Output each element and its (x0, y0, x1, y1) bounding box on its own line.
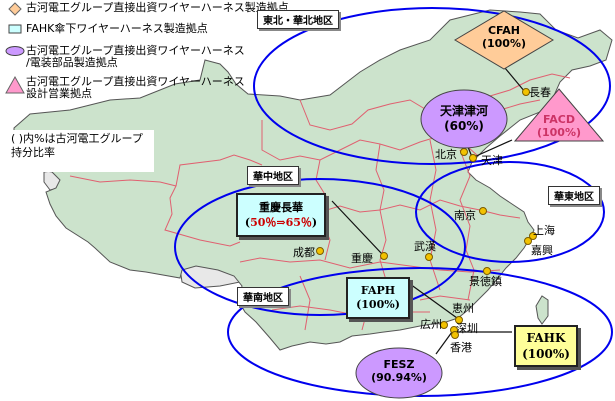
faph-share: (100%) (356, 298, 400, 311)
chongqing-node[interactable]: 重慶長華 (50％⇒65％) (236, 193, 326, 237)
city-dot-changchun (522, 88, 530, 96)
city-dot-hongkong (451, 331, 459, 339)
city-label-changchun: 長春 (529, 86, 551, 99)
legend-item-rectangle: FAHK傘下ワイヤーハーネス製造拠点 (4, 23, 208, 35)
cfah-diamond-shape (454, 10, 554, 70)
city-dot-jingdezhen (483, 267, 491, 275)
region-ellipses (174, 7, 613, 397)
city-label-jiaxing: 嘉興 (531, 244, 553, 257)
fahk-name: FAHK (526, 331, 566, 345)
cfah-share: (100%) (481, 37, 527, 50)
city-dot-huizhou (455, 316, 463, 324)
tianjin-share: (60%) (444, 119, 484, 133)
legend-item-ellipse: 古河電工グループ直接出資ワイヤーハーネス /電装部品製造拠点 (4, 45, 245, 69)
city-label-tianjin: 天津 (481, 154, 503, 167)
facd-triangle-shape (514, 88, 604, 142)
city-dot-chongqing (380, 252, 388, 260)
tianjin-ellipse-shape (420, 89, 508, 149)
connector-lines (331, 67, 526, 355)
fesz-ellipse-shape (355, 347, 443, 399)
legend-item-diamond: 古河電工グループ直接出資ワイヤーハーネス製造拠点 (4, 2, 289, 16)
city-label-chengdu: 成都 (293, 246, 315, 259)
ellipse-icon (5, 46, 25, 56)
tianjin-name: 天津津河 (439, 104, 488, 118)
facd-name: FACD (543, 113, 575, 126)
chongqing-name: 重慶長華 (259, 201, 303, 214)
city-label-huizhou: 恵州 (452, 302, 474, 315)
city-label-shenzhen: 深圳 (456, 322, 478, 335)
cfah-node[interactable]: CFAH (100%) (474, 24, 534, 50)
region-label-south: 華南地区 (237, 287, 289, 306)
chongqing-share: (50％⇒65％) (244, 216, 318, 229)
fahk-share: (100%) (522, 347, 570, 361)
city-dot-guangzhou (440, 321, 448, 329)
faph-name: FAPH (360, 284, 396, 297)
city-dot-jiaxing (524, 237, 532, 245)
rectangle-icon (8, 24, 22, 34)
triangle-icon (5, 76, 25, 94)
city-label-wuhan: 武漢 (414, 240, 436, 253)
city-dot-wuhan (425, 253, 433, 261)
city-dot-nanjing (479, 207, 487, 215)
city-label-guangzhou: 広州 (420, 318, 442, 331)
legend-text: 古河電工グループ直接出資ワイヤーハーネス製造拠点 (26, 1, 289, 14)
legend-text: 古河電工グループ直接出資ワイヤーハーネス /電装部品製造拠点 (26, 44, 245, 69)
city-label-beijing: 北京 (435, 148, 457, 161)
fahk-node[interactable]: FAHK (100%) (514, 325, 578, 367)
city-dot-chengdu (316, 247, 324, 255)
region-label-northeast: 東北・華北地区 (257, 10, 339, 29)
fesz-name: FESZ (383, 358, 415, 371)
fesz-node[interactable]: FESZ (90.94%) (364, 358, 434, 384)
facd-node[interactable]: FACD (100%) (529, 113, 589, 139)
city-label-jingdezhen: 景徳鎮 (469, 275, 502, 288)
legend-item-triangle: 古河電工グループ直接出資ワイヤーハーネス 設計営業拠点 (4, 76, 245, 100)
cfah-name: CFAH (487, 24, 521, 37)
ownership-note: ( )内%は古河電工グループ 持分比率 (8, 130, 154, 172)
diamond-icon (8, 2, 22, 16)
chongqing-share-change: 50％⇒65％ (250, 216, 312, 229)
fesz-share: (90.94%) (371, 371, 427, 384)
city-dot-shanghai (529, 232, 537, 240)
taiwan-island (535, 295, 549, 325)
facd-share: (100%) (536, 126, 582, 139)
city-label-chongqing: 重慶 (351, 252, 373, 265)
city-label-nanjing: 南京 (454, 209, 476, 222)
city-label-hongkong: 香港 (450, 341, 472, 354)
region-label-central: 華中地区 (247, 166, 299, 185)
legend-text: FAHK傘下ワイヤーハーネス製造拠点 (26, 22, 208, 35)
region-label-east: 華東地区 (548, 186, 600, 205)
faph-node[interactable]: FAPH (100%) (346, 277, 410, 319)
tianjin-node[interactable]: 天津津河 (60%) (429, 104, 499, 134)
city-dot-tianjin (469, 154, 477, 162)
city-label-shanghai: 上海 (533, 224, 555, 237)
legend-text: 古河電工グループ直接出資ワイヤーハーネス 設計営業拠点 (26, 75, 245, 100)
